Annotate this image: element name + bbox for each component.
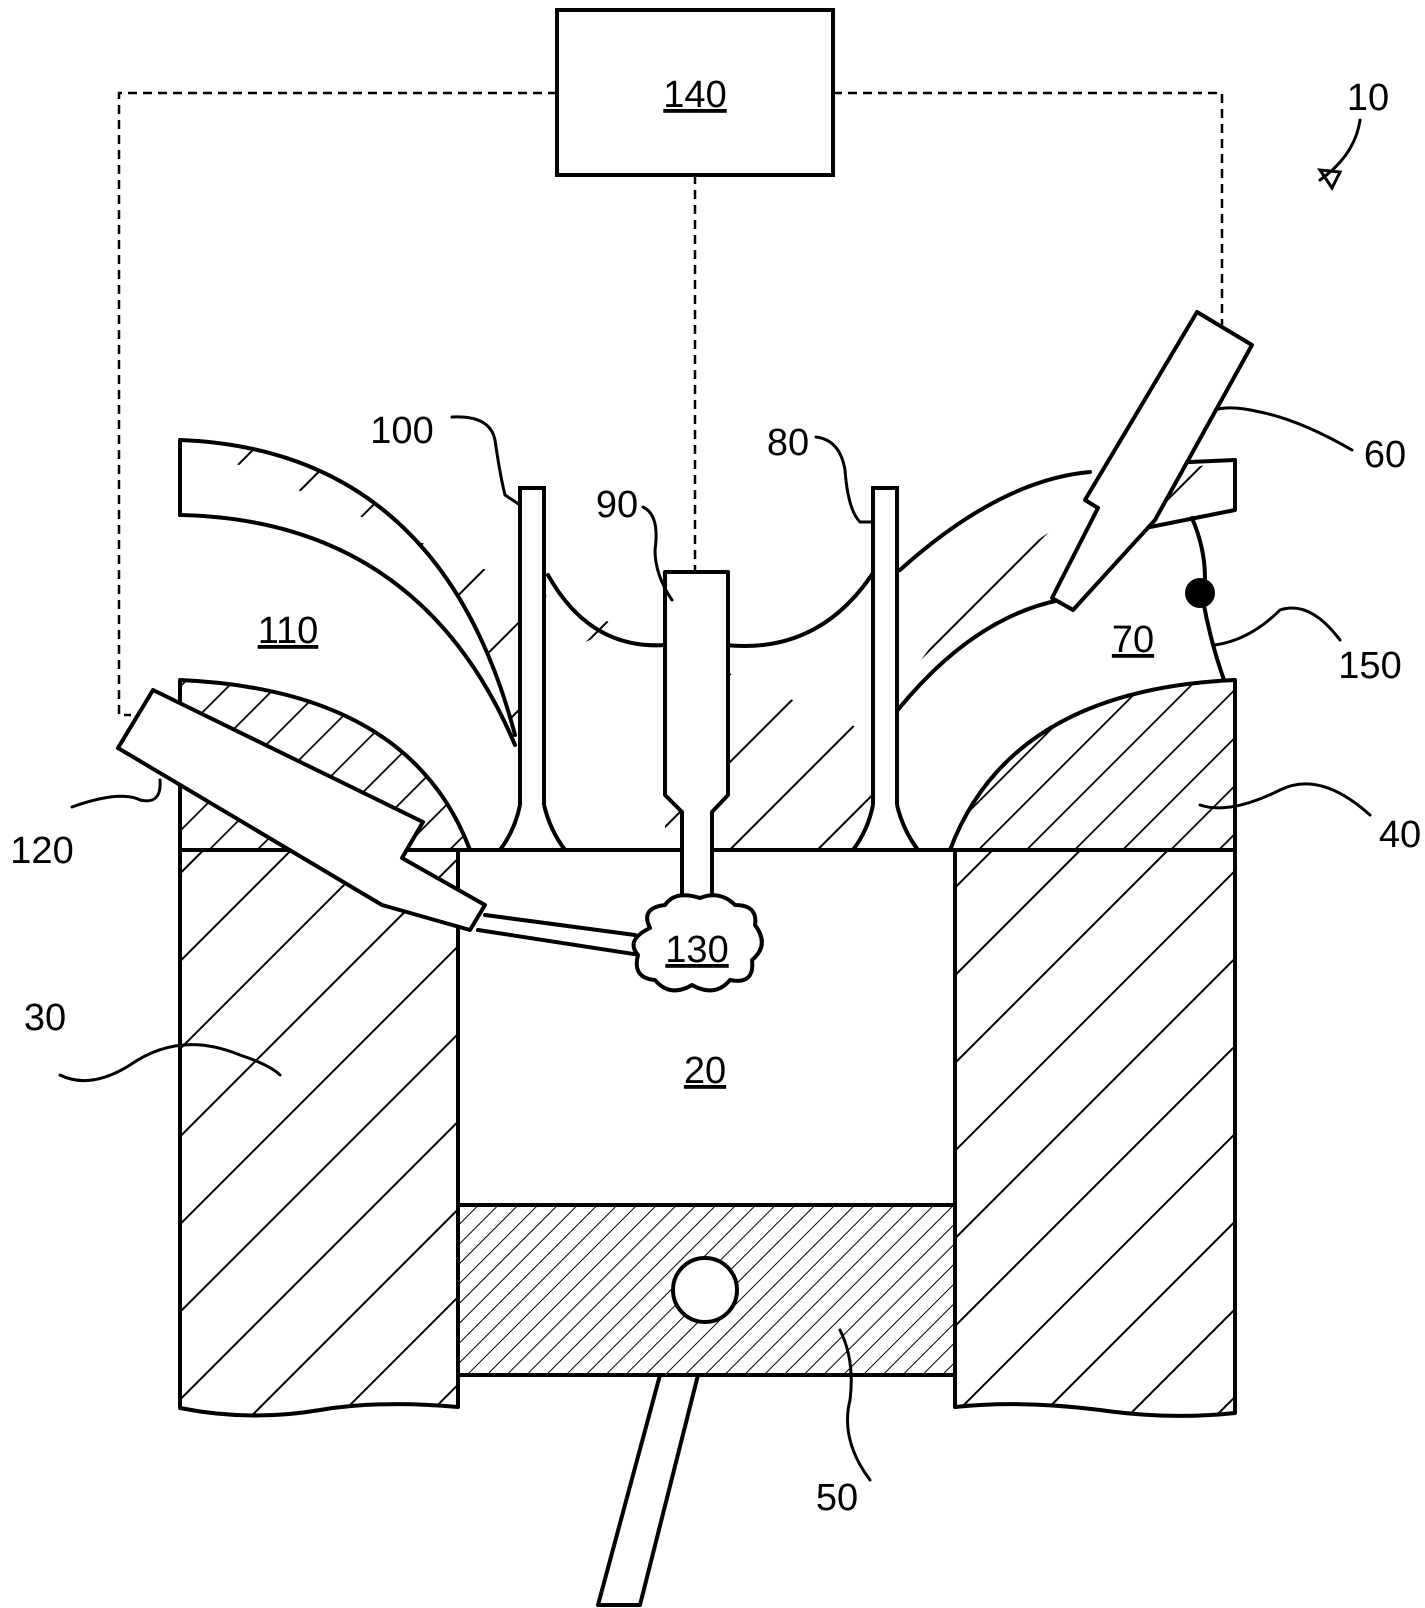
label-intake-port: 110 xyxy=(258,610,319,652)
label-exhaust-valve: 80 xyxy=(767,422,809,464)
controller-box: 140 xyxy=(557,10,833,175)
label-block: 30 xyxy=(24,997,66,1039)
label-chamber: 20 xyxy=(684,1050,726,1092)
label-spark-plug: 90 xyxy=(596,484,638,526)
label-sensor: 150 xyxy=(1338,645,1401,687)
spark-label: 130 xyxy=(665,929,728,971)
engine-block-right xyxy=(955,850,1235,1416)
piston-pin xyxy=(673,1258,737,1322)
label-intake-valve: 100 xyxy=(370,410,433,452)
label-intake-injector: 120 xyxy=(10,830,73,872)
controller-label: 140 xyxy=(663,74,726,116)
label-exhaust-injector: 60 xyxy=(1364,434,1406,476)
engine-block-left xyxy=(180,850,458,1416)
label-head: 40 xyxy=(1379,814,1421,856)
connecting-rod xyxy=(598,1375,698,1605)
label-system: 10 xyxy=(1347,77,1389,119)
label-piston: 50 xyxy=(816,1477,858,1519)
label-exhaust-port: 70 xyxy=(1112,619,1154,661)
